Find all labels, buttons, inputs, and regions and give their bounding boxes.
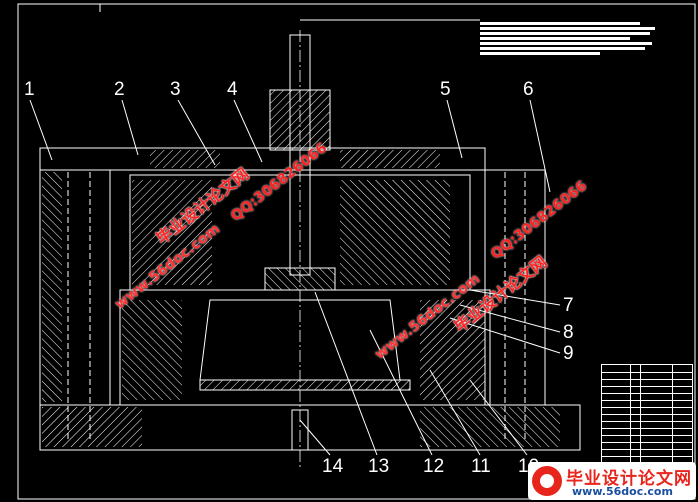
part-label-9: 9 xyxy=(563,343,574,364)
upper-die-hatch-left xyxy=(132,180,212,285)
bottom-plate-hatch-right xyxy=(420,407,560,447)
part-label-11: 11 xyxy=(471,456,491,477)
brand-url: www.56doc.com xyxy=(572,485,673,498)
brand-badge: 毕业设计论文网 www.56doc.com xyxy=(528,462,696,500)
lower-die-hatch-left xyxy=(122,300,182,400)
punch-holder xyxy=(269,89,331,151)
part-label-2: 2 xyxy=(114,79,125,100)
bottom-plate xyxy=(39,404,581,451)
left-column-hatch xyxy=(42,172,62,402)
part-label-5: 5 xyxy=(440,79,451,100)
parts-list-table xyxy=(601,364,693,463)
part-label-4: 4 xyxy=(227,79,238,100)
upper-die-hatch-right xyxy=(340,180,450,285)
part-label-1: 1 xyxy=(24,79,35,100)
brand-name: 毕业设计论文网 xyxy=(566,469,692,489)
top-plate xyxy=(39,147,486,171)
part-label-6: 6 xyxy=(523,79,534,100)
part-label-13: 13 xyxy=(368,456,390,477)
technical-notes xyxy=(480,22,660,57)
blank-sheet xyxy=(199,379,411,391)
top-plate-hatch-right xyxy=(340,150,440,168)
part-label-7: 7 xyxy=(563,295,574,316)
brand-logo-icon xyxy=(532,466,562,496)
part-label-8: 8 xyxy=(563,322,574,343)
drawing-frame xyxy=(17,3,696,500)
punch-head xyxy=(264,267,336,291)
bottom-plate-hatch-left xyxy=(42,407,142,447)
leader-lines xyxy=(29,19,561,456)
part-label-12: 12 xyxy=(423,456,445,477)
lower-die-hatch-right xyxy=(420,300,485,400)
part-label-3: 3 xyxy=(170,79,181,100)
part-label-14: 14 xyxy=(322,456,344,477)
top-plate-hatch-left xyxy=(150,150,220,168)
